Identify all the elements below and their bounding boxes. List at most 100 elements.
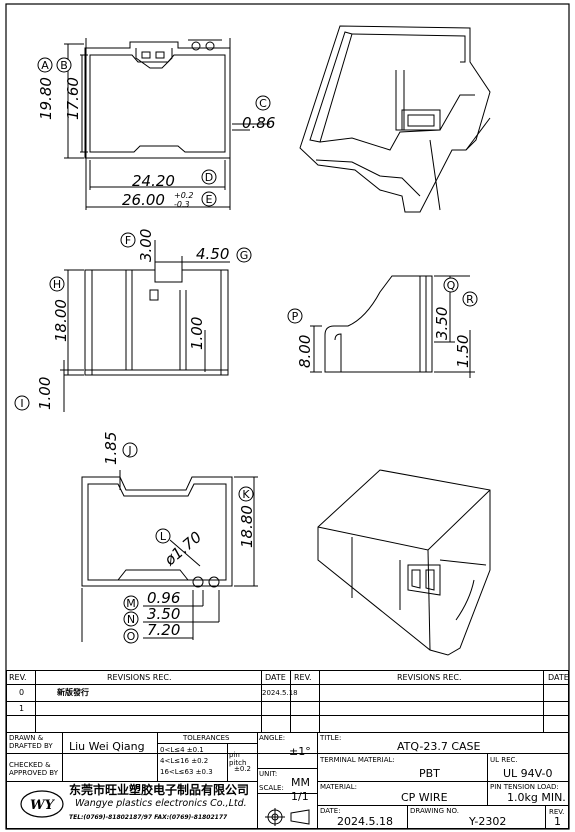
bottom-view [81,470,258,642]
tolerances-header: TOLERANCES [183,734,230,742]
balloon-Q: Q [443,277,459,293]
dim-8-00: 8.00 [296,335,314,368]
balloon-G: G [236,247,252,263]
unit-label: UNIT: [259,770,278,778]
rev-row-0-rev: 0 [19,688,25,697]
company-logo-icon: WY [19,788,65,820]
dim-3-00: 3.00 [137,229,155,262]
rev-header-left: REV. [9,673,27,682]
balloon-C: C [255,95,271,111]
balloon-N: N [123,611,139,627]
svg-text:M: M [126,597,136,610]
svg-text:E: E [206,193,213,206]
dim-24-20: 24.20 [132,172,175,190]
pin-tension-label: PIN TENSION LOAD: [490,783,559,791]
svg-text:G: G [240,249,249,262]
dim-3-50-bottom: 3.50 [147,605,180,623]
dim-26-00-tol-up: +0.2 [174,191,193,200]
dim-1-85: 1.85 [102,432,120,465]
iso-view-top [299,25,491,213]
dim-0-86: 0.86 [242,114,275,132]
dim-0-96: 0.96 [147,589,180,607]
dim-1-00-inner: 1.00 [188,317,206,350]
company-contact: TEL:(0769)-81802187/97 FAX:(0769)-818021… [69,814,228,821]
svg-text:P: P [292,310,299,323]
balloon-J: J [122,442,138,458]
dim-18-80: 18.80 [238,505,256,548]
svg-text:N: N [127,613,135,626]
terminal-label: TERMINAL MATERIAL: [320,756,395,764]
balloon-F: F [120,232,136,248]
svg-text:H: H [53,278,61,291]
title-block: REV. REVISIONS REC. DATE REV. REVISIONS … [6,670,569,829]
dim-26-00-tol-down: -0.3 [174,200,190,209]
ul-value: UL 94V-0 [503,767,553,780]
angle-label: ANGLE: [259,734,286,742]
front-view [60,240,230,412]
svg-text:D: D [205,171,213,184]
svg-text:R: R [466,293,474,306]
dim-1-00-bottom: 1.00 [36,377,54,410]
unit-value: MM [291,776,310,789]
svg-text:Q: Q [447,279,456,292]
company-name-cn: 东莞市旺业塑胶电子制品有限公司 [69,783,250,797]
logo-text: WY [30,798,56,813]
iso-view-bottom [317,469,491,656]
dim-3-50-side: 3.50 [433,307,451,340]
side-view [310,275,475,378]
rev-header-right: REV. [294,673,312,682]
pin-tension-value: 1.0kg MIN. [507,791,566,804]
balloon-A: A [37,57,53,73]
company-name-en: Wangye plastics electronics Co.,Ltd. [75,798,247,809]
balloon-H: H [49,276,65,292]
rev-row-1-rev: 1 [19,704,25,713]
dim-4-50: 4.50 [196,245,229,263]
rev-value: 1 [554,815,561,828]
date-header-left: DATE [265,673,286,682]
checked-label: CHECKED & APPROVED BY [9,761,59,777]
svg-text:I: I [20,397,23,410]
angle-value: ±1° [289,745,311,758]
dim-26-00: 26.00 [122,191,165,209]
tol-row-1: 4<L≤16 ±0.2 [160,757,209,765]
tol-row-0: 0<L≤4 ±0.1 [160,746,204,754]
dim-19-80: 19.80 [37,77,55,120]
balloon-I: I [14,395,30,411]
rev-row-0-date: 2024.5.18 [262,689,298,697]
svg-text:B: B [60,59,68,72]
revisions-header-left: REVISIONS REC. [107,673,172,682]
pin-pitch-value: ±0.2 [234,765,251,773]
drawing-no-label: DRAWING NO. [410,807,459,815]
balloon-D: D [201,169,217,185]
svg-text:J: J [127,444,131,457]
dim-7-20: 7.20 [147,621,180,639]
scale-label: SCALE: [259,784,284,792]
balloon-R: R [462,291,478,307]
dim-17-60: 17.60 [64,77,82,120]
scale-value: 1/1 [291,790,309,803]
date-value: 2024.5.18 [337,815,393,828]
balloon-M: M [123,595,139,611]
title-label: TITLE: [320,734,342,742]
svg-text:K: K [242,488,250,501]
ul-label: UL REC. [490,756,518,764]
revisions-header-right: REVISIONS REC. [397,673,462,682]
svg-text:F: F [125,234,131,247]
dim-1-50: 1.50 [454,335,472,368]
date-label: DATE: [320,807,341,815]
svg-text:C: C [259,97,267,110]
balloon-B: B [56,57,72,73]
material-value: CP WIRE [401,791,448,804]
drawn-label: DRAWN & DRAFTED BY [9,734,53,750]
rev-label: REV. [549,808,565,816]
balloon-P: P [287,308,303,324]
top-view [64,38,270,210]
svg-text:O: O [127,630,136,643]
dim-18-00: 18.00 [52,299,70,342]
title-value: ATQ-23.7 CASE [397,740,481,753]
tol-row-2: 16<L≤63 ±0.3 [160,768,213,776]
balloon-E: E [201,191,217,207]
projection-symbol-icon [261,807,315,827]
material-label: MATERIAL: [320,783,357,791]
